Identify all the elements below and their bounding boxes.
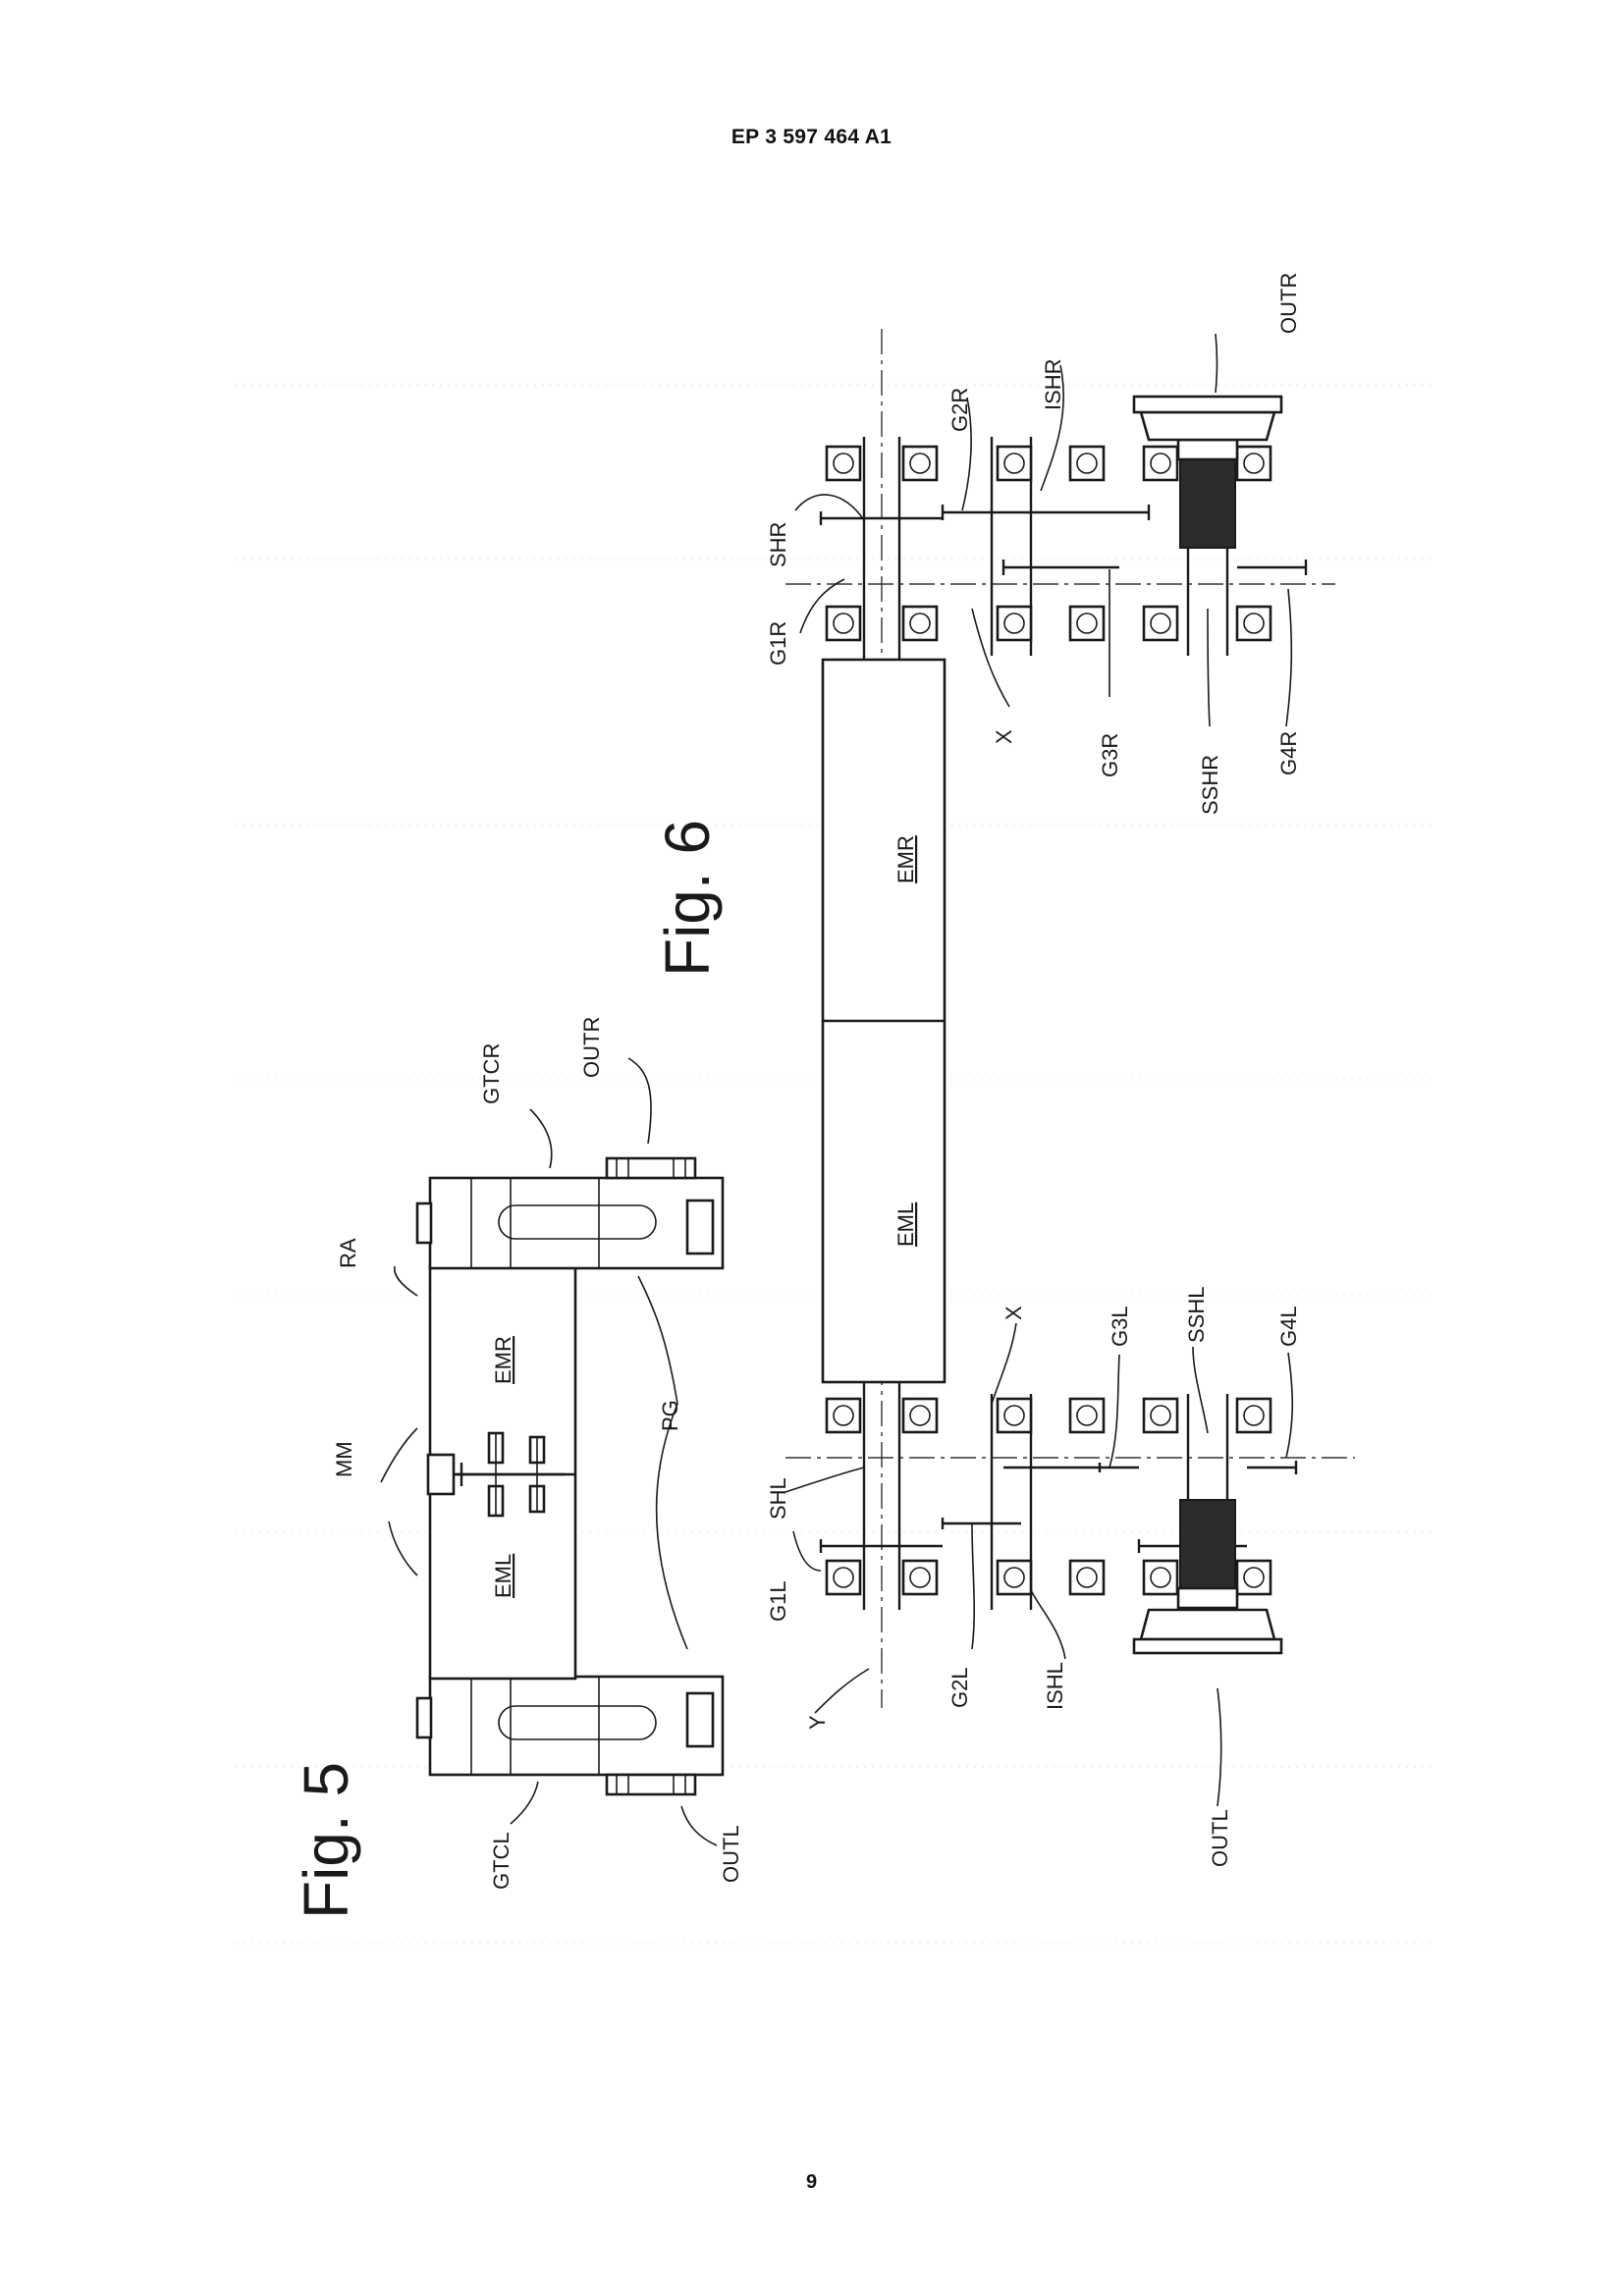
figure-5: Fig. 5 <box>291 1017 743 1919</box>
fig6-label-y: Y <box>805 1715 830 1730</box>
fig6-label-ishl: ISHL <box>1043 1662 1067 1710</box>
fig5-label-eml: EML <box>491 1554 515 1598</box>
fig6-label-g1r: G1R <box>766 621 790 666</box>
fig5-label-pg: PG <box>658 1400 682 1431</box>
page-number: 9 <box>0 2171 1623 2194</box>
fig5-label-gtcl: GTCL <box>489 1832 514 1890</box>
fig6-label-x-left: X <box>1001 1306 1026 1320</box>
fig6-label-g1l: G1L <box>766 1580 790 1622</box>
fig5-label-outl: OUTL <box>719 1825 743 1883</box>
fig6-label-shl: SHL <box>766 1477 790 1520</box>
fig5-gtcl-casing <box>417 1677 723 1794</box>
fig6-label-g2l: G2L <box>947 1667 972 1708</box>
fig6-label-ishr: ISHR <box>1041 358 1065 410</box>
fig5-label-ra: RA <box>336 1238 360 1268</box>
fig6-label-g3l: G3L <box>1108 1306 1132 1347</box>
fig6-label-g4r: G4R <box>1276 731 1301 775</box>
fig6-label-g2r: G2R <box>947 388 972 432</box>
fig6-title: Fig. 6 <box>652 820 723 977</box>
fig5-motor-block <box>428 1266 575 1679</box>
fig5-label-mm: MM <box>332 1441 356 1477</box>
fig6-label-g4l: G4L <box>1276 1306 1301 1347</box>
fig5-label-outr: OUTR <box>579 1017 604 1078</box>
fig6-label-sshl: SSHL <box>1184 1287 1209 1343</box>
fig5-title: Fig. 5 <box>291 1762 361 1919</box>
fig6-label-sshr: SSHR <box>1198 755 1222 815</box>
fig5-gtcr-casing <box>417 1158 723 1268</box>
figure-6: Fig. 6 <box>652 273 1355 1867</box>
fig5-label-emr: EMR <box>491 1336 515 1384</box>
fig5-label-gtcr: GTCR <box>479 1043 504 1104</box>
fig6-label-shr: SHR <box>766 522 790 567</box>
fig6-label-g3r: G3R <box>1098 733 1122 777</box>
fig6-right-gearbox <box>821 397 1306 660</box>
fig6-label-outl: OUTL <box>1208 1809 1232 1867</box>
fig6-label-emr: EMR <box>893 835 918 883</box>
fig6-label-x-right: X <box>992 729 1016 744</box>
fig6-left-gearbox <box>821 1382 1296 1653</box>
fig6-motors <box>823 660 945 1382</box>
fig6-label-outr: OUTR <box>1276 273 1301 334</box>
fig6-label-eml: EML <box>893 1202 918 1247</box>
